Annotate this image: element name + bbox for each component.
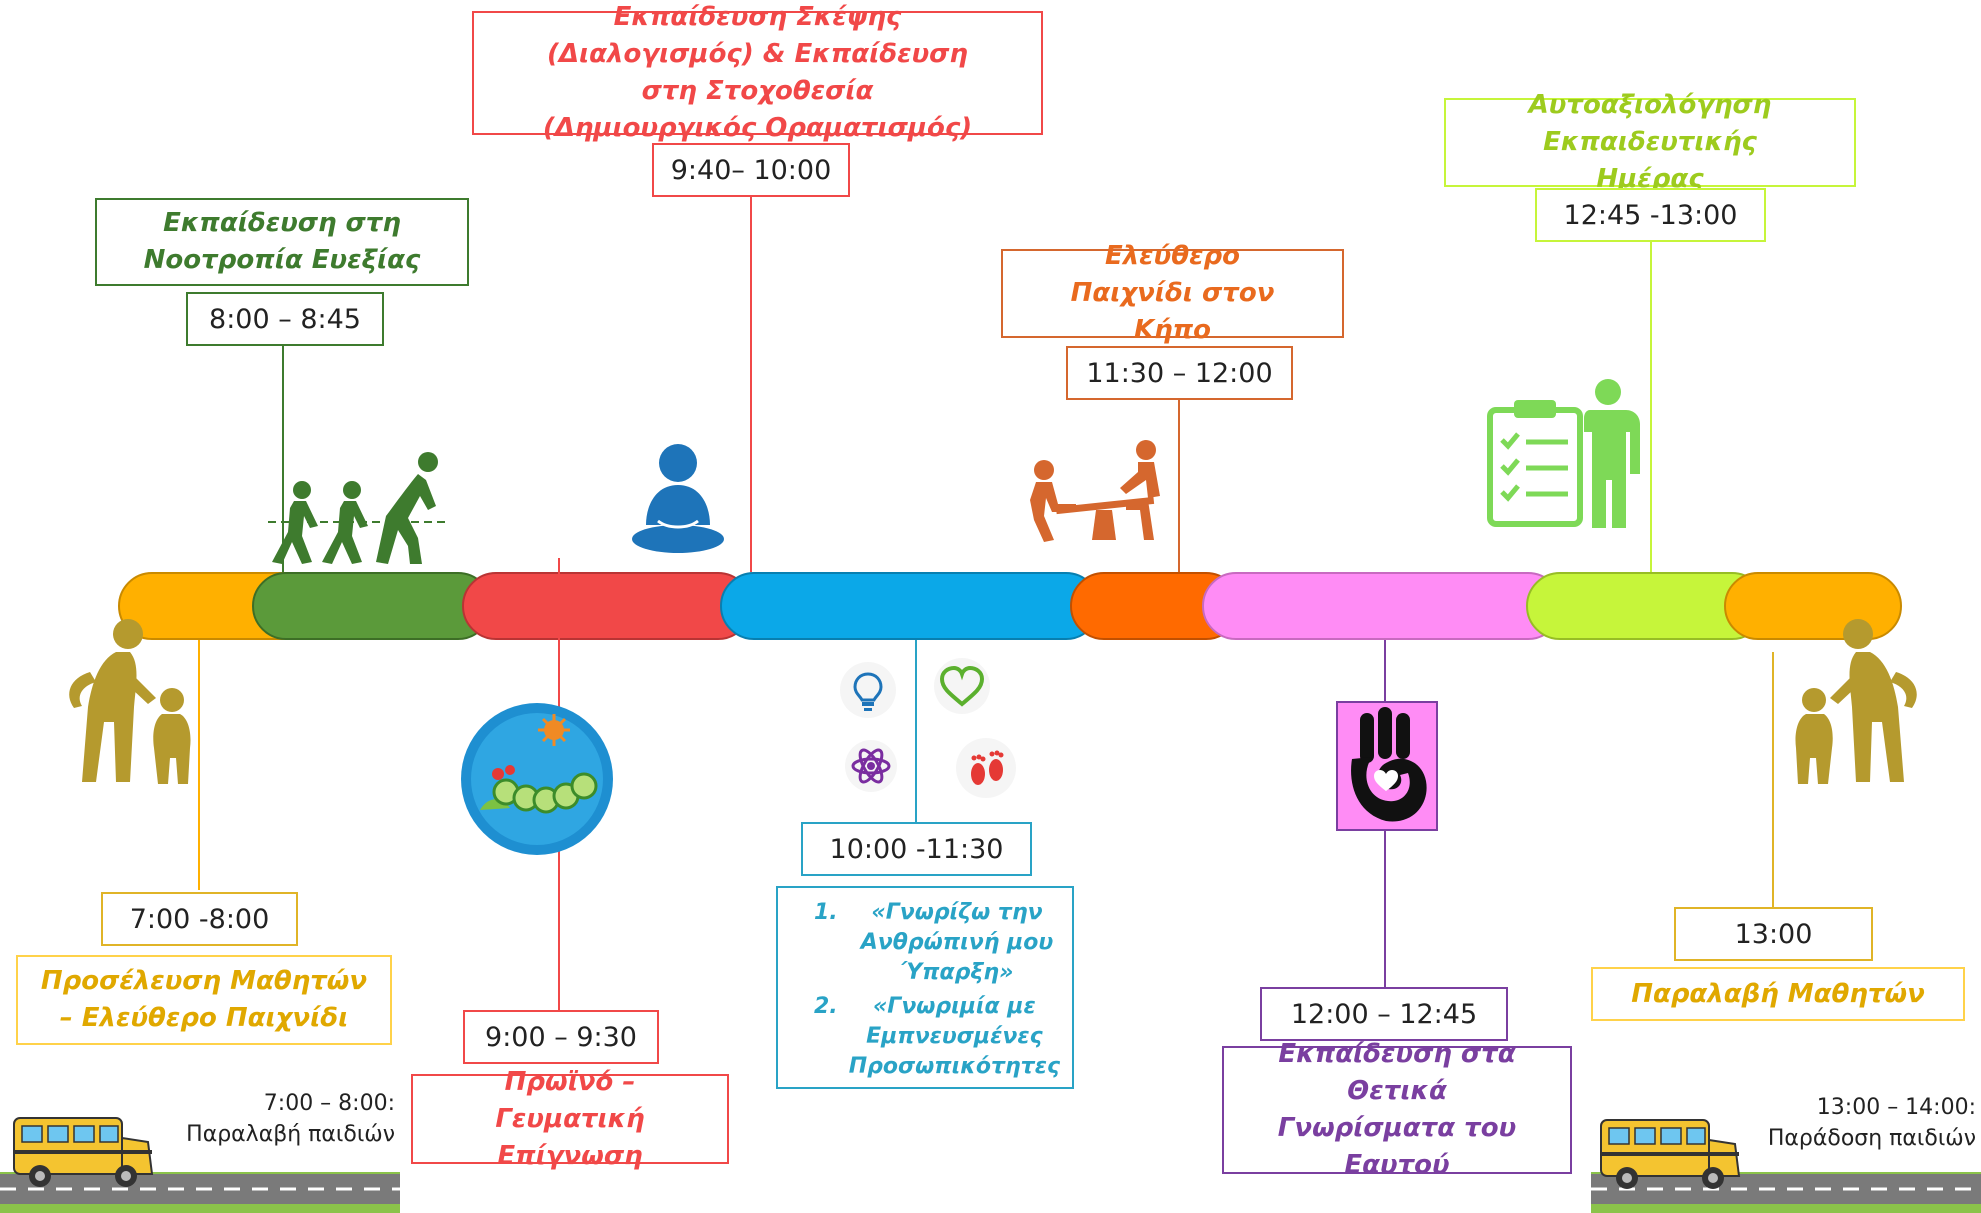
segment-growth — [252, 572, 492, 640]
time-label: 12:00 – 12:45 — [1290, 998, 1478, 1030]
bus-left-text: Παραλαβή παιδιών — [186, 1122, 395, 1147]
title-box-breakfast: Πρωϊνό – Γευματική Επίγνωση — [411, 1067, 729, 1171]
time-box-breakfast: 9:00 – 9:30 — [463, 1010, 659, 1064]
bus-right-time: 13:00 – 14:00: — [1816, 1095, 1976, 1120]
title-label: Προσέλευση Μαθητών – Ελεύθερο Παιχνίδι — [40, 966, 368, 1033]
time-box-pickup: 13:00 — [1674, 907, 1873, 961]
school-bus-icon — [1591, 1119, 1981, 1213]
bus-right-text: Παράδοση παιδιών — [1767, 1126, 1976, 1151]
title-box-strengths: Εκπαίδευση στα Θετικά Γνωρίσματα του Εαυ… — [1222, 1039, 1572, 1180]
meditation-icon — [632, 444, 724, 553]
connector-arrival — [198, 640, 200, 890]
lightbulb-icon — [840, 662, 896, 718]
bus-left-time: 7:00 – 8:00: — [263, 1091, 395, 1116]
ok-heart-hand-icon — [1351, 707, 1427, 822]
list-item: 1. «Γνωρίζω την Ανθρώπινή μου Ύπαρξη» — [790, 898, 1060, 988]
title-box-arrival: Προσέλευση Μαθητών – Ελεύθερο Παιχνίδι — [16, 955, 392, 1045]
title-label: Εκπαίδευση στη Νοοτροπία Ευεξίας — [143, 208, 421, 275]
title-label: Εκπαίδευση στα Θετικά Γνωρίσματα του Εαυ… — [1277, 1039, 1517, 1180]
connector-self-eval — [1650, 242, 1652, 572]
connector-meditation — [750, 196, 752, 572]
segment-breakfast — [462, 572, 752, 640]
list-number: 2. — [814, 994, 838, 1019]
school-bus-icon — [0, 1117, 400, 1213]
title-box-growth: Εκπαίδευση στη Νοοτροπία Ευεξίας — [95, 198, 469, 286]
seesaw-icon — [1030, 440, 1160, 542]
title-box-garden: Ελεύθερο Παιχνίδι στον Κήπο — [1001, 241, 1344, 345]
parent-child-icon — [1795, 619, 1917, 784]
exercise-people-icon — [268, 452, 448, 564]
footprints-icon — [956, 738, 1016, 798]
clipboard-person-icon — [1487, 379, 1640, 528]
connector-lessons — [915, 640, 917, 823]
bus-right-caption: 13:00 – 14:00: Παράδοση παιδιών — [1700, 1092, 1976, 1154]
lessons-list: 1. «Γνωρίζω την Ανθρώπινή μου Ύπαρξη» 2.… — [776, 886, 1074, 1089]
heart-icon — [934, 658, 990, 714]
list-item: 2. «Γνωριμία με Εμπνευσμένες Προσωπικότη… — [790, 992, 1060, 1082]
list-number: 1. — [814, 900, 838, 925]
time-label: 13:00 — [1734, 918, 1813, 950]
time-box-garden: 11:30 – 12:00 — [1066, 346, 1293, 400]
time-label: 9:40– 10:00 — [670, 154, 832, 186]
connector-growth — [282, 345, 284, 572]
title-box-pickup: Παραλαβή Μαθητών — [1591, 967, 1965, 1021]
time-label: 9:00 – 9:30 — [485, 1021, 637, 1053]
list-item-text: «Γνωρίζω την Ανθρώπινή μου Ύπαρξη» — [860, 900, 1054, 985]
time-box-growth: 8:00 – 8:45 — [186, 292, 384, 346]
title-label: Αυτοαξιολόγηση Εκπαιδευτικής Ημέρας — [1528, 90, 1772, 194]
time-box-lessons: 10:00 -11:30 — [801, 822, 1032, 876]
connector-pickup — [1772, 652, 1774, 907]
atom-icon — [845, 740, 897, 792]
title-label: Εκπαίδευση Σκέψης (Διαλογισμός) & Εκπαίδ… — [542, 2, 973, 143]
time-box-meditation: 9:40– 10:00 — [652, 143, 850, 197]
time-label: 11:30 – 12:00 — [1086, 357, 1273, 389]
time-label: 7:00 -8:00 — [129, 903, 270, 935]
time-box-self-eval: 12:45 -13:00 — [1535, 188, 1766, 242]
time-box-arrival: 7:00 -8:00 — [101, 892, 298, 946]
fruit-plate-icon — [461, 703, 613, 855]
title-box-self-eval: Αυτοαξιολόγηση Εκπαιδευτικής Ημέρας — [1444, 90, 1856, 194]
title-label: Πρωϊνό – Γευματική Επίγνωση — [495, 1066, 645, 1171]
bus-left-caption: 7:00 – 8:00: Παραλαβή παιδιών — [150, 1088, 395, 1150]
title-label: Ελεύθερο Παιχνίδι στον Κήπο — [1070, 241, 1275, 345]
time-box-strengths: 12:00 – 12:45 — [1260, 987, 1508, 1041]
segment-strengths — [1202, 572, 1562, 640]
title-label: Παραλαβή Μαθητών — [1631, 978, 1925, 1009]
time-label: 12:45 -13:00 — [1563, 199, 1738, 231]
segment-lessons — [720, 572, 1100, 640]
title-box-meditation: Εκπαίδευση Σκέψης (Διαλογισμός) & Εκπαίδ… — [472, 2, 1043, 143]
list-item-text: «Γνωριμία με Εμπνευσμένες Προσωπικότητες — [848, 994, 1060, 1079]
time-label: 10:00 -11:30 — [829, 833, 1004, 865]
connector-garden — [1178, 400, 1180, 572]
time-label: 8:00 – 8:45 — [209, 303, 361, 335]
segment-pickup — [1724, 572, 1902, 640]
parent-child-icon — [69, 619, 191, 784]
